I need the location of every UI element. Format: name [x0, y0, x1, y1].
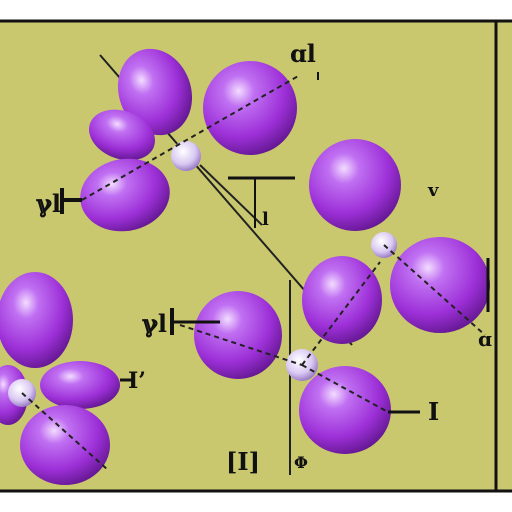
label-bottom-right: I	[428, 397, 439, 426]
orbital-group-bottom-left	[0, 272, 120, 485]
orbital-lobe	[203, 61, 297, 155]
label-left-lower: I’	[128, 368, 146, 394]
orbital-lobe	[20, 405, 110, 485]
orbital-group-right	[302, 139, 490, 344]
orbital-lobe	[40, 361, 120, 409]
guide-line-short	[199, 164, 263, 226]
label-left-upper: ℽl	[36, 189, 61, 218]
label-center-upper: l	[262, 209, 269, 230]
bond-line	[81, 74, 301, 201]
label-right-upper: v	[427, 180, 439, 201]
label-bottom-box: [Ӏ]	[226, 447, 260, 476]
bond-line	[179, 324, 303, 366]
orbital-lobe	[302, 256, 382, 344]
orbital-lobe	[194, 291, 282, 379]
orbital-lobe	[80, 158, 170, 232]
label-left-middle: ℽl	[142, 309, 167, 338]
bond-line	[301, 261, 381, 366]
bond-line	[21, 392, 109, 471]
label-bottom-phi: Φ	[294, 453, 308, 472]
label-top-right: ɑl	[290, 39, 316, 68]
nucleus-dot	[171, 141, 201, 171]
bond-line	[301, 364, 389, 413]
orbital-lobe	[117, 48, 193, 136]
orbital-lobe	[309, 139, 401, 231]
orbital-group-top-left	[80, 48, 301, 232]
orbital-group-center	[179, 261, 391, 454]
bond-line	[383, 244, 486, 336]
orbital-lobe	[89, 109, 155, 161]
orbital-lobe	[390, 237, 490, 333]
label-right-lower: ɑ	[478, 327, 492, 351]
orbital-lobe	[299, 366, 391, 454]
orbital-lobe	[0, 272, 73, 368]
